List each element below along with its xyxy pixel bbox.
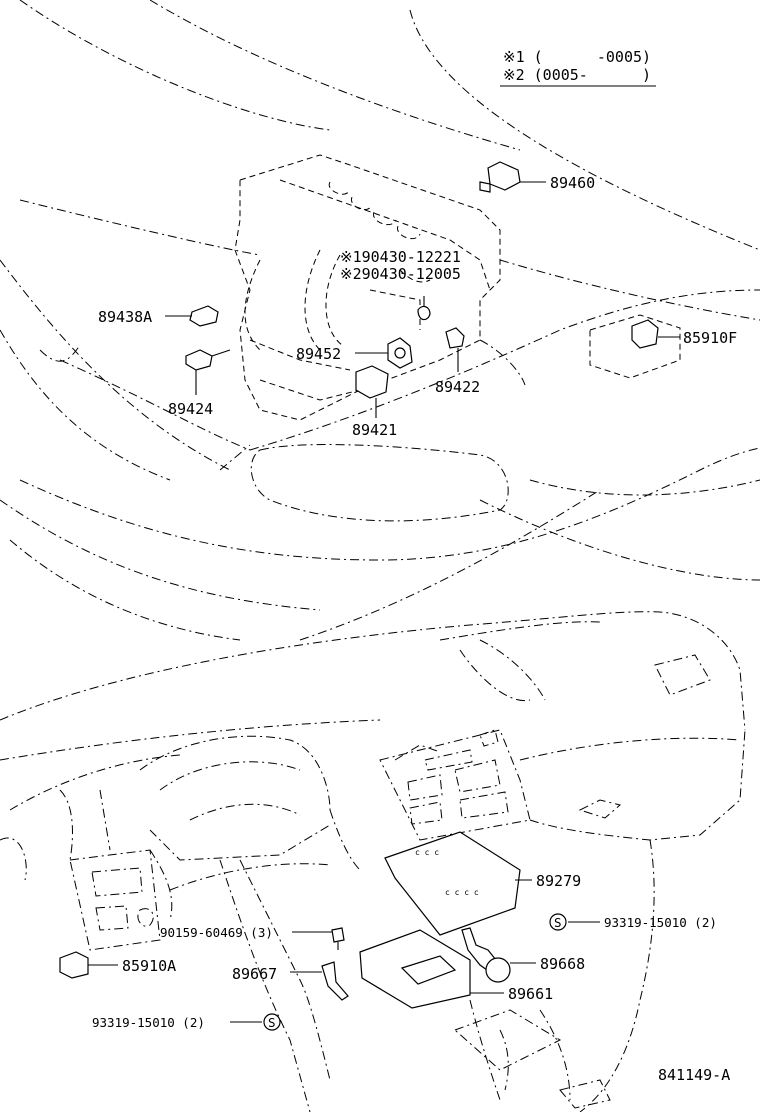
engine-bay-outline [0,0,760,641]
label-89438A: 89438A [98,308,152,326]
part-89667-bracket [290,961,349,1001]
label-89661: 89661 [508,985,553,1003]
label-90159: 90159-60469 (3) [160,925,273,940]
part-90159-screw [292,927,345,950]
dashboard-outline [0,611,746,1112]
svg-text:S: S [554,915,562,930]
part-89438A-sensor [165,305,219,327]
svg-text:S: S [268,1015,276,1030]
label-89421: 89421 [352,421,397,439]
part-89421-sensor [355,365,389,418]
label-89422: 89422 [435,378,480,396]
svg-text:c c c c: c c c c [445,888,479,897]
label-89668: 89668 [540,955,585,973]
part-85910F-relay [631,319,680,349]
part-89668-bracket [461,927,536,983]
label-89279: 89279 [536,872,581,890]
engine-block [234,154,501,421]
legend-line-2: ※2 (0005- ) [503,66,651,84]
label-290430: ※290430-12005 [340,265,461,283]
part-89279-ecu-cover: c c c c c c c [384,831,532,936]
svg-text:c c c: c c c [415,848,439,857]
s-mark-b: S [230,1013,281,1031]
part-89424-sensor [185,349,231,395]
label-93319-a: 93319-15010 (2) [604,915,717,930]
diagram-id: 841149-A [658,1066,730,1084]
part-89460-sensor [479,161,546,193]
legend-line-1: ※1 ( -0005) [503,48,651,66]
label-93319-b: 93319-15010 (2) [92,1015,205,1030]
part-89452-sensor [355,337,413,369]
label-89452: 89452 [296,345,341,363]
part-89661-ecu [359,929,504,1009]
legend-box: ※1 ( -0005) ※2 (0005- ) [500,48,656,87]
part-89422-sensor [417,296,465,372]
label-89424: 89424 [168,400,213,418]
label-85910A: 85910A [122,957,176,975]
label-89460: 89460 [550,174,595,192]
label-190430: ※190430-12221 [340,248,461,266]
label-89667: 89667 [232,965,277,983]
label-85910F: 85910F [683,329,737,347]
s-mark-a: S [549,913,600,931]
part-85910A-relay [59,951,118,979]
relay-box-outline [589,314,681,379]
